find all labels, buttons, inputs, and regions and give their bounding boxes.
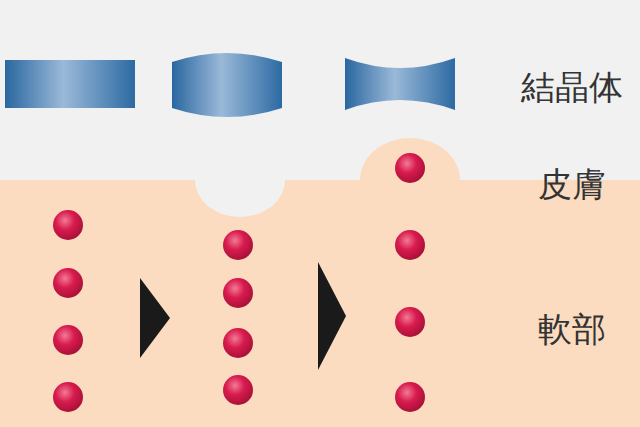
arrow-head [318, 262, 346, 370]
flat-crystal [5, 60, 135, 108]
convex-crystal [172, 53, 282, 117]
part-label: 結晶体 [521, 69, 623, 106]
red-dots [53, 153, 425, 412]
skin-region [0, 138, 640, 427]
part-label: 軟部 [538, 311, 606, 348]
arrow-head [140, 278, 170, 358]
part-label: 皮膚 [538, 166, 606, 203]
concave-crystal [345, 58, 455, 110]
